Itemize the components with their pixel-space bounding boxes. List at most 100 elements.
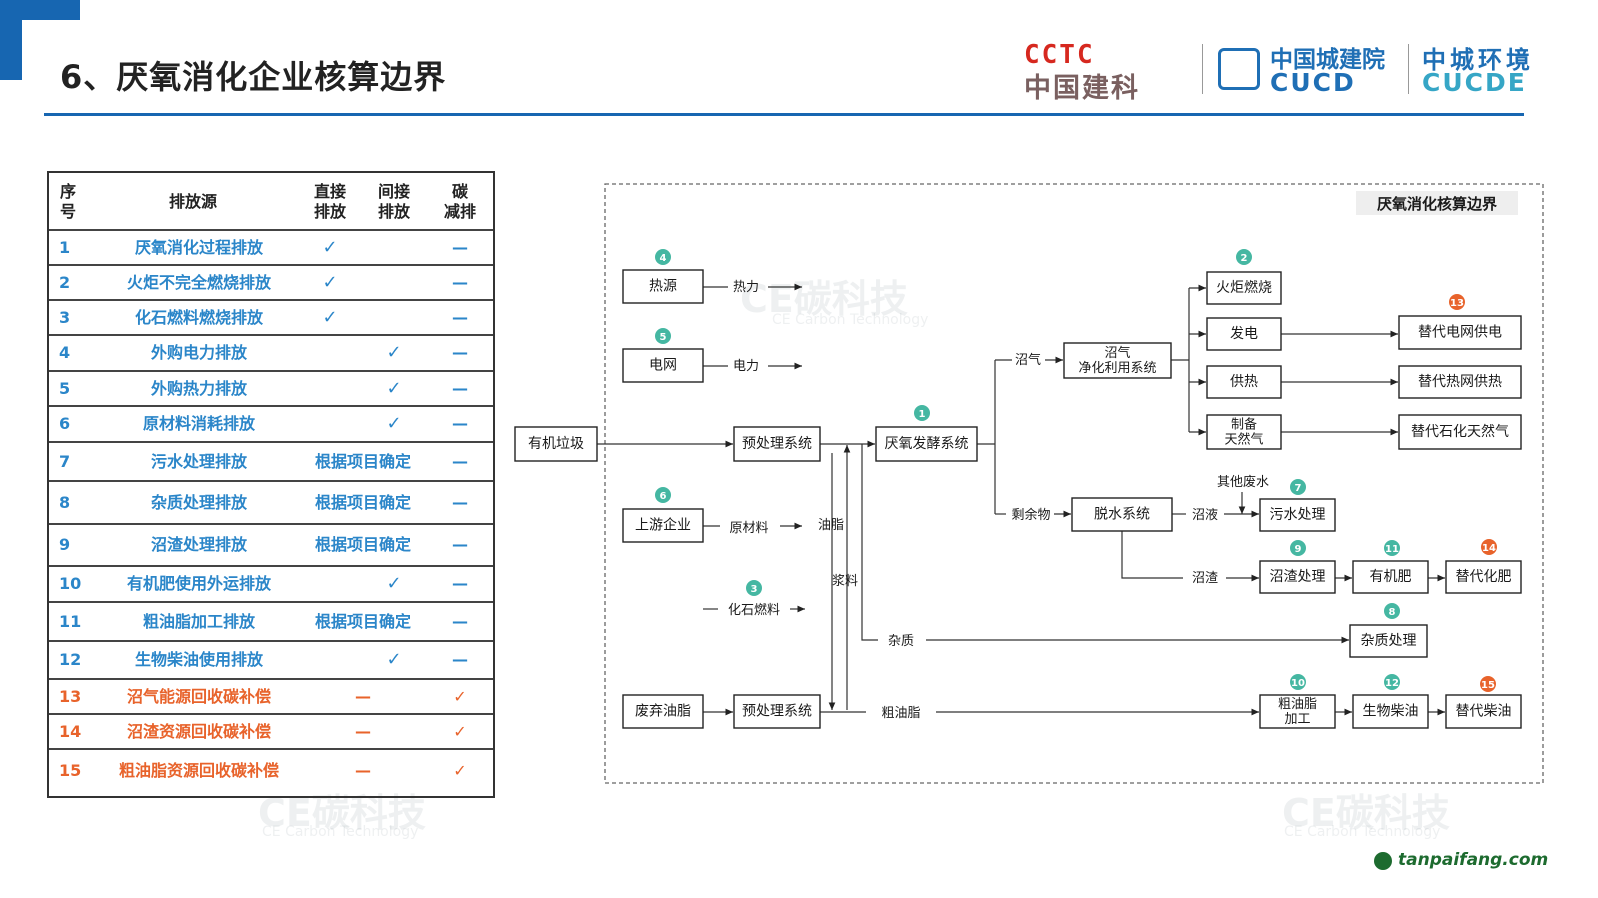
- box-alt-heat: [1398, 365, 1522, 399]
- table-cell-indirect: ✓: [386, 649, 402, 670]
- page-title: 6、厌氧消化企业核算边界: [60, 58, 447, 96]
- table-cell-source: 生物柴油使用排放: [134, 650, 263, 669]
- table-cell-no: 3: [59, 307, 71, 327]
- table-cell-reduction: —: [452, 574, 468, 593]
- table-cell-source: 沼气能源回收碳补偿: [126, 686, 271, 706]
- box-label-power-gen: 发电: [1230, 326, 1258, 342]
- table-cell-source: 外购热力排放: [150, 378, 247, 398]
- flow-label-liquid: 沼液: [1192, 508, 1218, 523]
- table-cell-reduction: —: [452, 343, 468, 362]
- table-cell-source: 外购电力排放: [150, 343, 247, 362]
- table-cell-reduction: —: [452, 307, 468, 327]
- box-impurity-treat: [1349, 624, 1428, 658]
- box-grid: [622, 348, 704, 383]
- logo-cucd-icon: [1218, 48, 1260, 90]
- table-cell-no: 5: [59, 378, 71, 398]
- table-cell-no: 12: [59, 650, 82, 669]
- table-row-divider: [49, 334, 493, 336]
- marker-m5: [655, 328, 671, 344]
- logo-separator: [1408, 44, 1409, 94]
- table-cell-direct-indirect: 根据项目确定: [314, 451, 411, 471]
- flow-label-impurity: 杂质: [888, 634, 914, 649]
- corner-accent: [0, 0, 80, 80]
- table-row-divider: [49, 601, 493, 603]
- logo-cucde-text: CUCDE: [1422, 68, 1527, 97]
- box-pretreat-2: [733, 694, 821, 729]
- table-cell-no: 11: [59, 611, 82, 631]
- marker-label-m15: 15: [1481, 680, 1495, 691]
- box-label-upstream: 上游企业: [635, 517, 691, 534]
- table-cell-indirect: ✓: [386, 413, 402, 434]
- marker-label-m2: 2: [1241, 253, 1248, 264]
- table-cell-reduction: —: [452, 492, 468, 512]
- table-cell-direct-indirect: —: [355, 721, 371, 741]
- table-header-indirect: 间接排放: [377, 181, 410, 221]
- marker-m14: [1481, 539, 1497, 555]
- marker-label-m6: 6: [660, 491, 667, 502]
- marker-m1: [914, 405, 930, 421]
- table-cell-source: 原材料消耗排放: [142, 414, 255, 433]
- box-label-wastewater: 污水处理: [1270, 507, 1326, 523]
- title-divider: [44, 113, 1524, 116]
- flow-line: [1121, 531, 1183, 579]
- table-row-divider: [49, 441, 493, 443]
- table-row-divider: [49, 480, 493, 482]
- flow-label-biogas: 沼气: [1015, 352, 1041, 368]
- table-header-seq: 序号: [59, 181, 76, 221]
- box-heat-supply: [1206, 365, 1282, 399]
- marker-label-m10: 10: [1291, 678, 1305, 689]
- box-organic-waste: [514, 426, 598, 462]
- logo-cctc-text: CCTC: [1024, 40, 1095, 70]
- table-cell-source: 杂质处理排放: [150, 492, 247, 512]
- box-crude-oil-proc: [1259, 694, 1336, 729]
- box-label-alt-heat: 替代热网供热: [1418, 374, 1502, 390]
- table-cell-reduction: ✓: [453, 686, 467, 706]
- flow-label-grease: 油脂: [818, 518, 844, 533]
- boundary-label: 厌氧消化核算边界: [1377, 195, 1497, 213]
- flow-label-slurry: 浆料: [832, 574, 858, 589]
- marker-m6: [655, 487, 671, 503]
- table-cell-direct-indirect: —: [355, 686, 371, 706]
- box-alt-gas: [1398, 414, 1522, 450]
- table-cell-indirect: ✓: [386, 342, 402, 363]
- footer-site: tanpaifang.com: [1398, 850, 1549, 870]
- flow-label-digestate: 沼渣: [1192, 571, 1218, 586]
- marker-label-m9: 9: [1295, 544, 1302, 555]
- table-cell-direct-indirect: 根据项目确定: [314, 535, 411, 554]
- boundary-frame: [604, 183, 1544, 784]
- table-cell-source: 粗油脂资源回收碳补偿: [118, 761, 279, 780]
- box-label-heat-supply: 供热: [1230, 374, 1258, 390]
- marker-m3: [746, 580, 762, 596]
- table-row-divider: [49, 370, 493, 372]
- table-cell-direct: ✓: [322, 236, 338, 258]
- table-cell-no: 4: [59, 343, 71, 362]
- marker-m9: [1290, 540, 1306, 556]
- table-row-divider: [49, 299, 493, 301]
- marker-label-m13: 13: [1450, 298, 1464, 309]
- marker-m15: [1480, 676, 1496, 692]
- table-cell-source: 沼渣处理排放: [150, 535, 247, 554]
- table-cell-reduction: ✓: [453, 761, 467, 780]
- table-cell-no: 15: [59, 761, 82, 780]
- box-label-organic-waste: 有机垃圾: [528, 436, 584, 452]
- table-cell-no: 6: [59, 414, 71, 433]
- table-cell-indirect: ✓: [386, 573, 402, 594]
- flow-label-other-wastewater: 其他废水: [1217, 474, 1269, 490]
- box-label-pretreat-1: 预处理系统: [742, 436, 812, 452]
- table-cell-reduction: —: [452, 535, 468, 554]
- marker-label-m12: 12: [1385, 678, 1399, 689]
- table-header-direct: 直接排放: [313, 181, 346, 221]
- marker-m13: [1449, 294, 1465, 310]
- table-cell-reduction: —: [452, 650, 468, 669]
- box-power-gen: [1206, 317, 1282, 351]
- box-label-dewater: 脱水系统: [1094, 507, 1150, 523]
- box-label-gas-prep: 制备天然气: [1224, 416, 1263, 447]
- logo-cucd-chinese: 中国城建院: [1270, 47, 1385, 73]
- flow-label-crude-oil: 粗油脂: [881, 706, 920, 721]
- marker-m2: [1236, 249, 1252, 265]
- table-row-divider: [49, 264, 493, 266]
- marker-m10: [1290, 674, 1306, 690]
- box-alt-diesel: [1445, 694, 1522, 729]
